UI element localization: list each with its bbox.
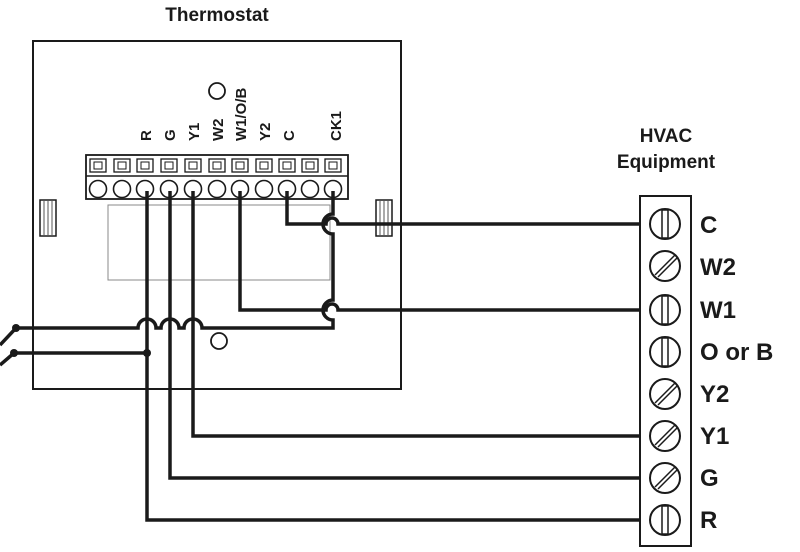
tstat-screw <box>135 158 155 199</box>
tstat-label-y2: Y2 <box>257 123 274 141</box>
hvac-screw <box>649 294 681 326</box>
tstat-screw <box>207 158 227 199</box>
hvac-label-w1: W1 <box>700 297 736 324</box>
hvac-label-y1: Y1 <box>700 423 729 450</box>
hvac-terminal-screws <box>649 208 681 536</box>
wire-ck1 <box>0 191 335 347</box>
hvac-screw <box>649 208 681 240</box>
tstat-screw <box>88 158 108 199</box>
tstat-screw <box>183 158 203 199</box>
hvac-label-r: R <box>700 507 717 534</box>
thermostat-terminal-labels: R G Y1 W2 W1/O/B Y2 C CK1 <box>138 87 345 141</box>
wire-w1 <box>238 191 644 312</box>
junction-dot-r-external <box>10 349 18 357</box>
hvac-terminal-labels: C W2 W1 O or B Y2 Y1 G R <box>700 212 773 534</box>
tstat-label-y1: Y1 <box>186 123 203 141</box>
tstat-screw <box>300 158 320 199</box>
hvac-label-g: G <box>700 465 719 492</box>
tstat-label-w2: W2 <box>210 119 227 142</box>
junction-dot-r-wire <box>143 349 151 357</box>
indicator-circle-top <box>208 82 226 100</box>
hvac-screw <box>649 504 681 536</box>
hvac-label-o-or-b: O or B <box>700 339 773 366</box>
wire-c <box>285 191 644 226</box>
hvac-screw <box>649 336 681 368</box>
hvac-label-w2: W2 <box>700 254 736 281</box>
hvac-label-y2: Y2 <box>700 381 729 408</box>
tstat-screw <box>112 158 132 199</box>
tstat-screw <box>254 158 274 199</box>
tstat-label-r: R <box>138 130 155 141</box>
tstat-label-ck1: CK1 <box>328 111 345 141</box>
wire-y1 <box>191 191 644 438</box>
junction-dot-ck1 <box>12 324 20 332</box>
thermostat-title: Thermostat <box>165 5 269 26</box>
hvac-label-line1: HVAC <box>640 126 693 147</box>
wire-g <box>168 191 644 480</box>
terminal-strip <box>85 154 349 200</box>
wire-external-r <box>0 351 147 367</box>
right-latch <box>375 199 393 237</box>
hvac-label-line2: Equipment <box>617 152 716 173</box>
thermostat-terminal-screws <box>88 158 343 199</box>
tstat-label-g: G <box>162 129 179 141</box>
thermostat-inner-panel <box>107 204 331 281</box>
hvac-screw <box>649 378 681 410</box>
tstat-screw <box>230 158 250 199</box>
indicator-circle-bottom <box>210 332 228 350</box>
hvac-label-c: C <box>700 212 717 239</box>
left-latch <box>39 199 57 237</box>
thermostat-body <box>32 40 402 390</box>
wire-r <box>145 191 644 522</box>
hvac-screw <box>649 420 681 452</box>
hvac-screw <box>649 462 681 494</box>
wires <box>0 191 644 522</box>
hvac-screw <box>649 250 681 282</box>
tstat-label-c: C <box>281 130 298 141</box>
tstat-label-w1ob: W1/O/B <box>233 87 250 141</box>
